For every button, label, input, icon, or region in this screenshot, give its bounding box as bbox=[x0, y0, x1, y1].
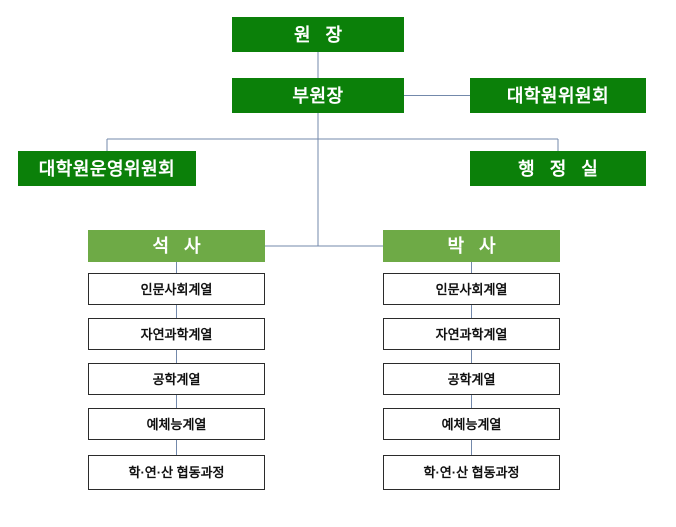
node-masters[interactable]: 석 사 bbox=[88, 230, 265, 262]
node-doctoral-program-1[interactable]: 인문사회계열 bbox=[383, 273, 560, 305]
node-graduate-committee-label: 대학원위원회 bbox=[506, 85, 610, 106]
node-masters-program-2[interactable]: 자연과학계열 bbox=[88, 318, 265, 350]
node-doctoral-label: 박 사 bbox=[447, 236, 501, 256]
node-masters-program-2-label: 자연과학계열 bbox=[140, 326, 213, 342]
node-vice-director[interactable]: 부원장 bbox=[232, 78, 404, 113]
node-doctoral-program-2-label: 자연과학계열 bbox=[435, 326, 508, 342]
node-doctoral-program-1-label: 인문사회계열 bbox=[435, 281, 508, 297]
node-doctoral-program-5[interactable]: 학·연·산 협동과정 bbox=[383, 455, 560, 490]
node-masters-program-1[interactable]: 인문사회계열 bbox=[88, 273, 265, 305]
node-operating-committee[interactable]: 대학원운영위원회 bbox=[18, 151, 196, 186]
node-masters-program-5[interactable]: 학·연·산 협동과정 bbox=[88, 455, 265, 490]
node-doctoral-program-2[interactable]: 자연과학계열 bbox=[383, 318, 560, 350]
node-doctoral-program-4-label: 예체능계열 bbox=[441, 416, 502, 432]
node-admin-office[interactable]: 행 정 실 bbox=[470, 151, 646, 186]
node-masters-label: 석 사 bbox=[152, 236, 206, 256]
node-doctoral-program-4[interactable]: 예체능계열 bbox=[383, 408, 560, 440]
node-vice-director-label: 부원장 bbox=[292, 85, 344, 106]
node-doctoral-program-3[interactable]: 공학계열 bbox=[383, 363, 560, 395]
node-doctoral[interactable]: 박 사 bbox=[383, 230, 560, 262]
node-director[interactable]: 원 장 bbox=[232, 17, 404, 52]
node-masters-program-4-label: 예체능계열 bbox=[146, 416, 207, 432]
node-masters-program-1-label: 인문사회계열 bbox=[140, 281, 213, 297]
node-masters-program-3[interactable]: 공학계열 bbox=[88, 363, 265, 395]
node-masters-program-5-label: 학·연·산 협동과정 bbox=[128, 465, 225, 480]
node-masters-program-4[interactable]: 예체능계열 bbox=[88, 408, 265, 440]
node-director-label: 원 장 bbox=[293, 24, 348, 45]
node-doctoral-program-3-label: 공학계열 bbox=[447, 371, 496, 387]
node-admin-office-label: 행 정 실 bbox=[518, 158, 603, 179]
node-graduate-committee[interactable]: 대학원위원회 bbox=[470, 78, 646, 113]
node-doctoral-program-5-label: 학·연·산 협동과정 bbox=[423, 465, 520, 480]
node-masters-program-3-label: 공학계열 bbox=[152, 371, 201, 387]
node-operating-committee-label: 대학원운영위원회 bbox=[38, 158, 176, 179]
